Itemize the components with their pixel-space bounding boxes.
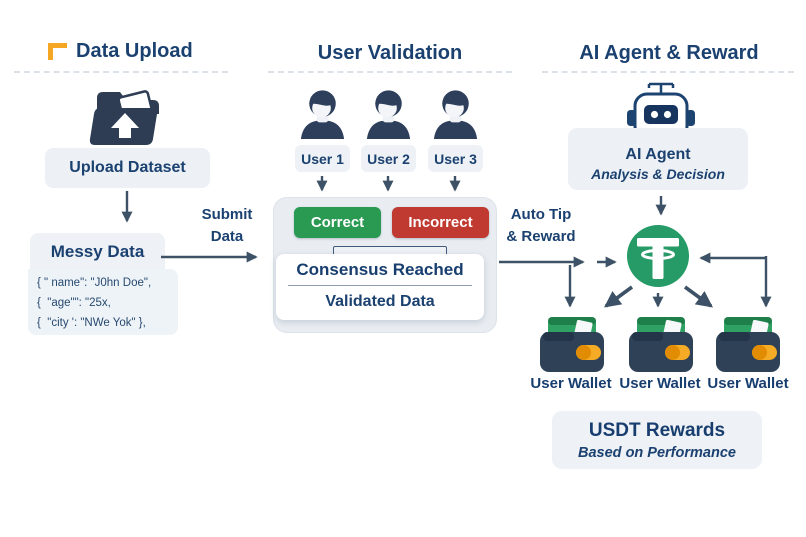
user3-avatar-icon bbox=[434, 90, 477, 139]
messy-data-title: Messy Data bbox=[30, 233, 165, 270]
column-title-data-upload: Data Upload bbox=[48, 40, 193, 63]
tether-coin-icon bbox=[627, 225, 689, 287]
ai-agent-name: AI Agent bbox=[625, 146, 691, 163]
user2-label: User 2 bbox=[361, 145, 416, 172]
consensus-card: Consensus Reached Validated Data bbox=[276, 254, 484, 320]
messy-data-code-box: { " name": "J0hn Doe", { "age"": "25x, {… bbox=[28, 269, 178, 335]
wallet1-icon bbox=[540, 317, 604, 372]
code-line: { " name": "J0hn Doe", bbox=[37, 277, 152, 289]
user1-label: User 1 bbox=[295, 145, 350, 172]
folder-upload-icon bbox=[89, 90, 159, 145]
validated-data-text: Validated Data bbox=[325, 293, 435, 310]
wallet1-label: User Wallet bbox=[530, 375, 612, 392]
corner-flag-icon bbox=[48, 43, 67, 60]
submit-data-label: Submit Data bbox=[201, 206, 253, 245]
usdt-rewards-subtitle: Based on Performance bbox=[578, 444, 736, 461]
code-line: { "city ': "NWe Yok" }, bbox=[37, 316, 146, 329]
incorrect-button[interactable]: Incorrect bbox=[392, 207, 489, 238]
arrow-tether-diag-left bbox=[603, 285, 634, 308]
user1-avatar-icon bbox=[301, 90, 344, 139]
ai-agent-reward-title: AI Agent & Reward bbox=[579, 42, 759, 64]
divider-col3 bbox=[542, 71, 794, 73]
user3-label: User 3 bbox=[428, 145, 483, 172]
auto-tip-reward-label: Auto Tip & Reward bbox=[506, 206, 576, 245]
user2-avatar-icon bbox=[367, 90, 410, 139]
correct-button[interactable]: Correct bbox=[294, 207, 381, 238]
data-upload-title: Data Upload bbox=[76, 40, 193, 62]
ai-agent-subtitle: Analysis & Decision bbox=[591, 166, 725, 182]
usdt-rewards-box: USDT Rewards Based on Performance bbox=[552, 411, 762, 469]
divider-col2 bbox=[268, 71, 512, 73]
consensus-reached-text: Consensus Reached bbox=[296, 260, 464, 279]
divider-col1 bbox=[14, 71, 228, 73]
user-validation-title: User Validation bbox=[317, 42, 463, 64]
wallet3-icon bbox=[716, 317, 780, 372]
ai-agent-box: AI Agent Analysis & Decision bbox=[568, 128, 748, 190]
wallet2-icon bbox=[629, 317, 693, 372]
usdt-rewards-title: USDT Rewards bbox=[588, 419, 726, 441]
card-divider bbox=[288, 285, 472, 286]
wallet2-label: User Wallet bbox=[619, 375, 701, 392]
upload-dataset-box: Upload Dataset bbox=[45, 148, 210, 188]
wallet3-label: User Wallet bbox=[707, 375, 789, 392]
code-line: { "age"": "25x, bbox=[37, 296, 111, 309]
arrow-tether-diag-right bbox=[683, 285, 714, 308]
